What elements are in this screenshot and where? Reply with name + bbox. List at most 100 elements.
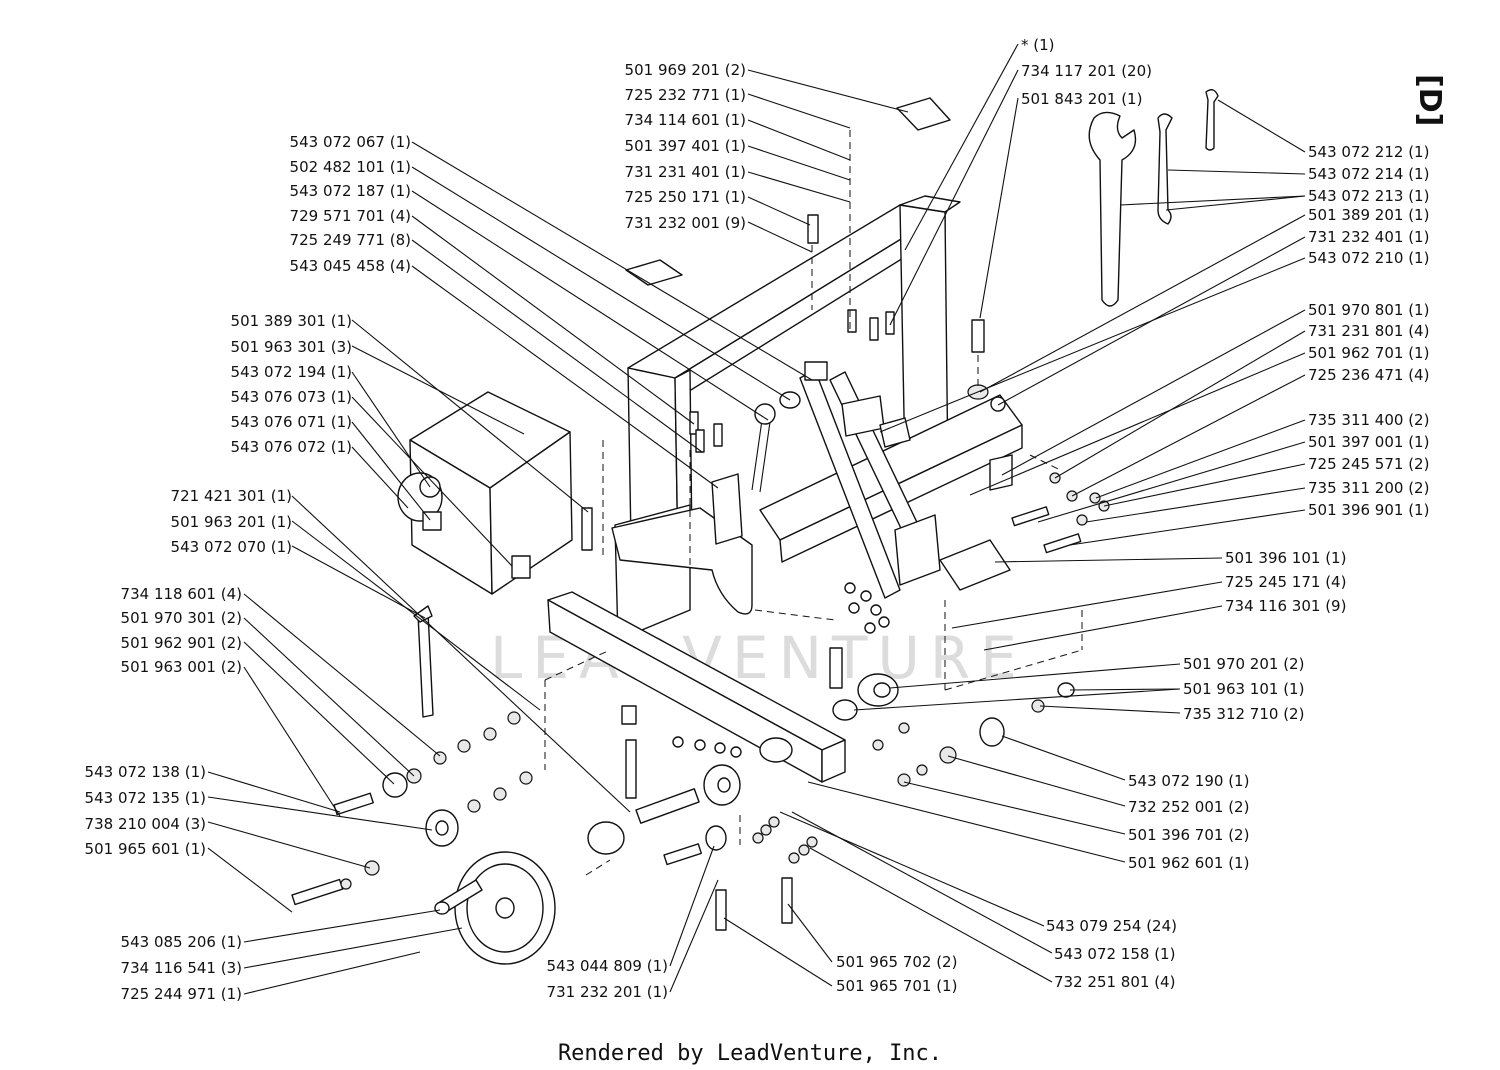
control-plug	[511, 555, 531, 579]
cap-top-right	[896, 97, 951, 131]
part-callout-label: 501 962 701 (1)	[1308, 344, 1429, 362]
chain-link-bracket	[939, 539, 1011, 591]
part-callout-label: 543 085 206 (1)	[121, 933, 242, 951]
part-callout-label: 734 117 201 (20)	[1021, 62, 1152, 80]
part-callout-label: 543 072 213 (1)	[1308, 187, 1429, 205]
right-foot-block	[989, 454, 1013, 491]
wrench-small	[1205, 89, 1219, 151]
part-labels: * (1) 734 117 201 (20) 501 843 201 (1) 501 …	[85, 36, 1430, 1003]
part-callout-label: 725 244 971 (1)	[121, 985, 242, 1003]
pulley-mid-inner	[717, 777, 731, 793]
part-callout-label: 735 311 400 (2)	[1308, 411, 1429, 429]
part-callout-label: * (1)	[1021, 36, 1055, 54]
leader-lines	[207, 43, 1306, 995]
part-callout-label: 501 970 801 (1)	[1308, 301, 1429, 319]
assembly-guides	[544, 130, 1083, 876]
part-callout-label: 543 072 187 (1)	[290, 182, 411, 200]
part-callout-label: 725 232 771 (1)	[625, 86, 746, 104]
part-callout-label: 501 963 201 (1)	[171, 513, 292, 531]
bearing-flange-right-inner	[873, 682, 891, 698]
wrench-medium	[1157, 113, 1173, 225]
part-callout-label: 734 114 601 (1)	[625, 111, 746, 129]
control-box-side	[489, 431, 573, 595]
part-callout-label: 501 396 901 (1)	[1308, 501, 1429, 519]
part-callout-label: 725 250 171 (1)	[625, 188, 746, 206]
part-callout-label: 543 072 214 (1)	[1308, 165, 1429, 183]
part-callout-label: 543 076 072 (1)	[231, 438, 352, 456]
part-callout-label: 543 079 254 (24)	[1046, 917, 1177, 935]
part-callout-label: 502 482 101 (1)	[290, 158, 411, 176]
bolt-cluster	[689, 309, 895, 453]
part-callout-label: 543 076 073 (1)	[231, 388, 352, 406]
part-callout-label: 501 969 201 (2)	[625, 61, 746, 79]
clamp-block-2	[841, 395, 885, 437]
bolt-lower-mid	[663, 843, 703, 866]
part-callout-label: 501 962 601 (1)	[1128, 854, 1249, 872]
stud-upper	[621, 705, 637, 725]
part-callout-label: 721 421 301 (1)	[171, 487, 292, 505]
part-callout-label: 731 232 401 (1)	[1308, 228, 1429, 246]
part-callout-label: 543 072 194 (1)	[231, 363, 352, 381]
part-callout-label: 543 072 138 (1)	[85, 763, 206, 781]
part-callout-label: 501 962 901 (2)	[121, 634, 242, 652]
part-callout-label: 732 252 001 (2)	[1128, 798, 1249, 816]
part-callout-label: 501 963 301 (3)	[231, 338, 352, 356]
part-callout-label: 501 970 301 (2)	[121, 609, 242, 627]
part-callout-label: 501 843 201 (1)	[1021, 90, 1142, 108]
part-callout-label: 732 251 801 (4)	[1054, 973, 1175, 991]
part-callout-label: 543 072 158 (1)	[1054, 945, 1175, 963]
spacer-large	[979, 717, 1005, 747]
part-callout-label: 543 072 212 (1)	[1308, 143, 1429, 161]
bearing-flange-left	[587, 821, 625, 855]
wrench-large	[1088, 111, 1137, 307]
part-callout-label: 731 231 801 (4)	[1308, 322, 1429, 340]
front-beam-end	[821, 739, 846, 783]
part-callout-label: 501 963 001 (2)	[121, 658, 242, 676]
part-callout-label: 725 236 471 (4)	[1308, 366, 1429, 384]
diagram-key: [D]	[1412, 74, 1447, 126]
part-callout-label: 731 232 201 (1)	[547, 983, 668, 1001]
handwheel-hub	[495, 897, 515, 919]
part-callout-label: 543 072 190 (1)	[1128, 772, 1249, 790]
part-callout-label: 729 571 701 (4)	[290, 207, 411, 225]
pulley-left-inner	[435, 820, 449, 836]
clamp-block-1	[711, 473, 743, 545]
part-callout-label: 543 072 070 (1)	[171, 538, 292, 556]
part-callout-label: 734 116 301 (9)	[1225, 597, 1346, 615]
bolt-center-1	[829, 647, 843, 689]
part-callout-label: 501 396 701 (2)	[1128, 826, 1249, 844]
part-callout-label: 731 231 401 (1)	[625, 163, 746, 181]
bolt-lower-1	[625, 739, 637, 799]
part-callout-label: 734 116 541 (3)	[121, 959, 242, 977]
part-callout-label: 501 965 701 (1)	[836, 977, 957, 995]
bolt-right-1	[971, 319, 985, 353]
bolt-lower-left	[291, 878, 344, 906]
bolt-left-1	[581, 507, 593, 551]
shaft-center	[635, 788, 700, 824]
handwheel-handle-knob	[434, 901, 450, 915]
part-callout-label: 543 044 809 (1)	[547, 957, 668, 975]
tensioner-bracket	[894, 514, 941, 586]
part-callout-label: 734 118 601 (4)	[121, 585, 242, 603]
part-callout-label: 501 396 101 (1)	[1225, 549, 1346, 567]
cap-top-left	[625, 259, 683, 286]
hex-key	[417, 611, 434, 718]
washer-stack-left	[340, 711, 533, 890]
assembly-drawing	[291, 89, 1219, 965]
bolt-lower-2	[715, 889, 727, 931]
part-callout-label: 543 045 458 (4)	[290, 257, 411, 275]
bushing-right	[832, 699, 858, 721]
part-callout-label: 501 397 401 (1)	[625, 137, 746, 155]
roller-pin-1	[1011, 506, 1050, 527]
lever-shaft-2	[759, 421, 771, 493]
part-callout-label: 543 072 210 (1)	[1308, 249, 1429, 267]
link-block	[804, 361, 828, 381]
part-callout-label: 501 389 201 (1)	[1308, 206, 1429, 224]
lever-knob	[754, 403, 776, 425]
part-callout-label: 501 397 001 (1)	[1308, 433, 1429, 451]
part-callout-label: 501 963 101 (1)	[1183, 680, 1304, 698]
part-callout-label: 543 076 071 (1)	[231, 413, 352, 431]
nuts-scatter	[672, 582, 890, 758]
bolt-top-1	[807, 214, 819, 244]
